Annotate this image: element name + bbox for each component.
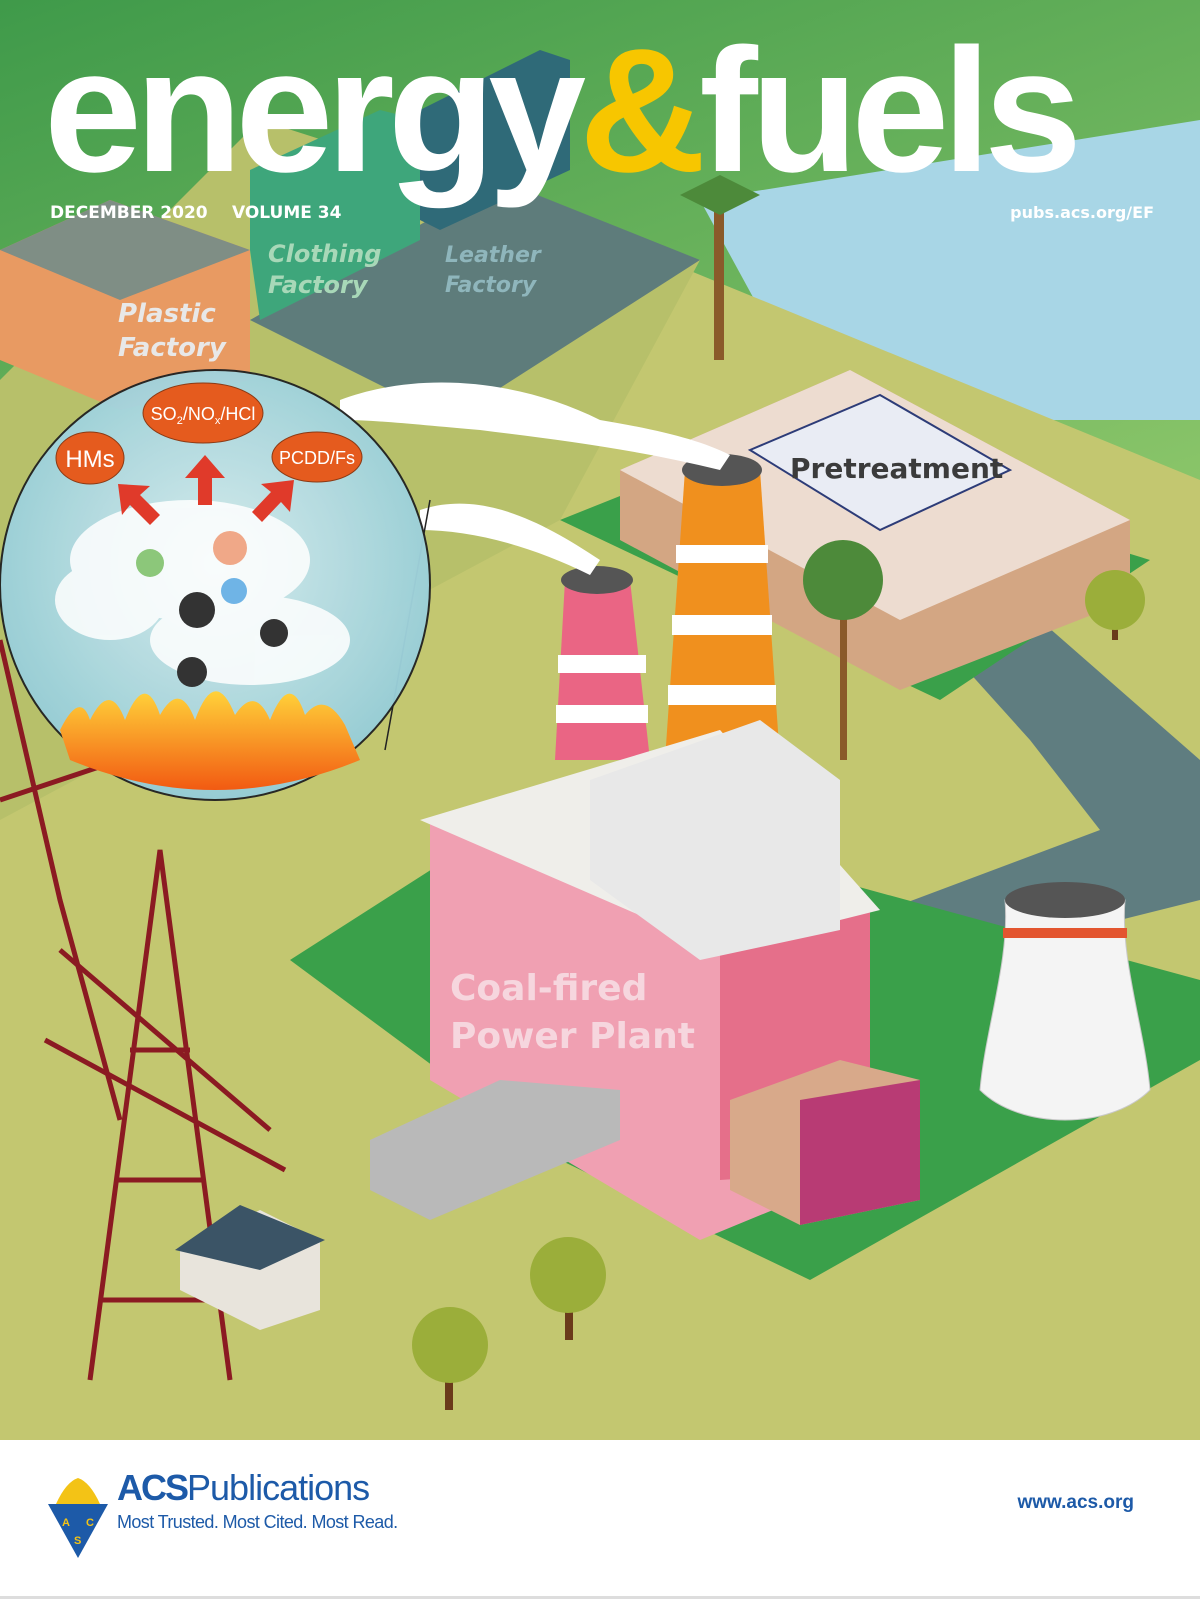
footer: A C S ACSPublications Most Trusted. Most… bbox=[0, 1440, 1200, 1599]
orange-chimney bbox=[665, 454, 780, 760]
so2-nox-hcl-label: SO2/NOx/HCl bbox=[151, 404, 256, 427]
issue-date: DECEMBER 2020 bbox=[50, 203, 208, 223]
pretreatment-building: Pretreatment bbox=[620, 370, 1130, 690]
leather-factory: Leather Factory bbox=[420, 50, 570, 298]
pink-chimney bbox=[555, 566, 650, 760]
acs-publications-brand: ACSPublications bbox=[117, 1467, 370, 1508]
leather-factory-label-2: Factory bbox=[445, 273, 538, 298]
svg-text:A: A bbox=[62, 1517, 70, 1529]
clothing-factory: Clothing Factory bbox=[250, 110, 420, 320]
waste-yard bbox=[250, 180, 700, 420]
svg-text:S: S bbox=[74, 1535, 81, 1547]
plant-label-2: Power Plant bbox=[450, 1016, 695, 1057]
cover-illustration: Plastic Factory Clothing Factory Leather… bbox=[0, 0, 1200, 1440]
clothing-factory-label-2: Factory bbox=[268, 271, 369, 299]
smoke bbox=[340, 382, 730, 575]
conveyor-path bbox=[860, 620, 1200, 980]
flames bbox=[60, 691, 360, 790]
plant-label-1: Coal-fired bbox=[450, 968, 647, 1009]
plastic-factory-label-1: Plastic bbox=[118, 299, 216, 329]
trees bbox=[412, 540, 1145, 1410]
acs-url[interactable]: www.acs.org bbox=[1017, 1492, 1135, 1513]
particles bbox=[136, 531, 288, 687]
arrows bbox=[118, 455, 294, 525]
hms-label: HMs bbox=[65, 446, 114, 473]
leather-factory-label-1: Leather bbox=[445, 243, 542, 268]
acs-logo-icon: A C S bbox=[48, 1478, 108, 1558]
small-house bbox=[175, 1205, 325, 1330]
pcdd-label: PCDD/Fs bbox=[279, 448, 355, 468]
journal-title: energy&fuels bbox=[44, 13, 1082, 209]
pretreatment-label: Pretreatment bbox=[790, 452, 1003, 485]
cover-scene: Plastic Factory Clothing Factory Leather… bbox=[0, 0, 1200, 1440]
clothing-factory-label-1: Clothing bbox=[268, 240, 381, 268]
substation bbox=[730, 1060, 920, 1225]
issue-volume: VOLUME 34 bbox=[232, 203, 342, 223]
plastic-factory-label-2: Factory bbox=[118, 333, 227, 363]
acs-tagline: Most Trusted. Most Cited. Most Read. bbox=[117, 1512, 398, 1532]
pollutant-labels: HMs SO2/NOx/HCl PCDD/Fs bbox=[55, 382, 363, 485]
combustion-bubble: HMs SO2/NOx/HCl PCDD/Fs bbox=[0, 369, 431, 801]
generator bbox=[370, 1080, 620, 1220]
tree bbox=[680, 175, 760, 360]
plastic-factory: Plastic Factory bbox=[0, 200, 250, 410]
cooling-tower bbox=[979, 882, 1151, 1121]
svg-text:C: C bbox=[86, 1517, 94, 1529]
journal-url[interactable]: pubs.acs.org/EF bbox=[1010, 203, 1154, 222]
